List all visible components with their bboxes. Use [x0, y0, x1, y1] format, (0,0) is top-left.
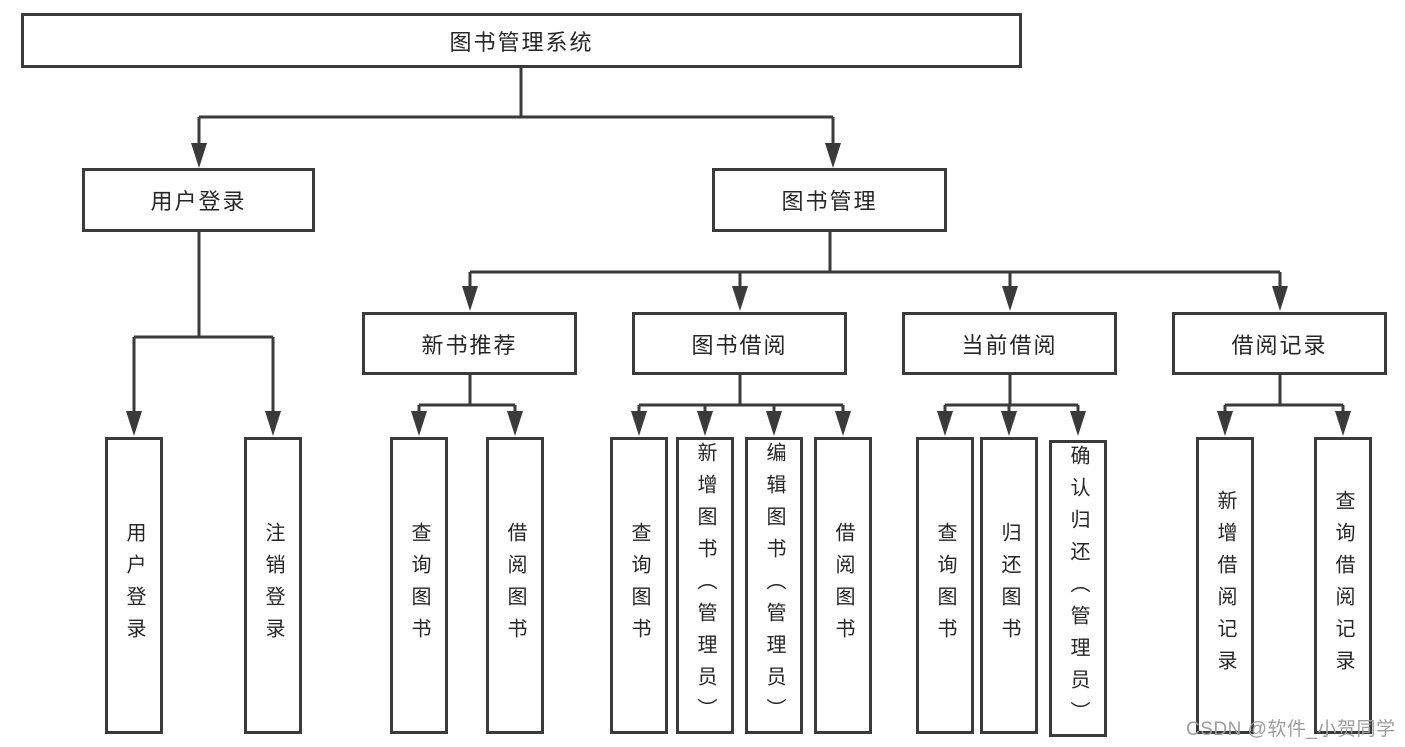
node-label: 图书管理 — [781, 189, 878, 214]
node-label: 借阅记录 — [1231, 332, 1328, 358]
leaf-search-books-3: 查询图书 — [916, 437, 974, 734]
user-login-children-connectors — [126, 232, 281, 436]
leaf-search-borrow-record: 查询借阅记录 — [1314, 437, 1372, 734]
leaf-add-books-admin: 新增图书（管理员） — [676, 437, 734, 734]
node-label: 当前借阅 — [961, 332, 1058, 358]
node-book-borrow: 图书借阅 — [632, 312, 847, 375]
node-label: 查询借阅记录 — [1332, 489, 1354, 682]
node-label: 归还图书 — [998, 521, 1020, 650]
node-label: 查询图书 — [934, 521, 956, 650]
node-book-management: 图书管理 — [712, 168, 947, 232]
node-borrow-record: 借阅记录 — [1172, 312, 1387, 375]
current-borrow-children-connectors — [937, 375, 1086, 436]
node-label: 图书管理系统 — [449, 29, 594, 55]
node-label: 查询图书 — [628, 521, 650, 650]
node-label: 图书借阅 — [691, 332, 788, 358]
node-user-login: 用户登录 — [82, 168, 315, 232]
node-label: 编辑图书（管理员） — [763, 441, 785, 730]
leaf-borrow-books-2: 借阅图书 — [814, 437, 872, 734]
leaf-search-books-1: 查询图书 — [390, 437, 448, 734]
leaf-logout: 注销登录 — [244, 437, 302, 734]
new-book-children-connectors — [411, 375, 523, 436]
node-label: 注销登录 — [262, 521, 284, 650]
node-label: 借阅图书 — [832, 521, 854, 650]
book-borrow-children-connectors — [631, 375, 851, 436]
node-label: 用户登录 — [123, 521, 145, 650]
node-label: 新增图书（管理员） — [694, 441, 716, 730]
leaf-confirm-return-admin: 确认归还（管理员） — [1049, 440, 1107, 737]
leaf-return-books: 归还图书 — [980, 437, 1038, 734]
node-label: 确认归还（管理员） — [1067, 444, 1089, 733]
node-current-borrow: 当前借阅 — [902, 312, 1117, 375]
leaf-add-borrow-record: 新增借阅记录 — [1196, 437, 1254, 734]
node-label: 查询图书 — [408, 521, 430, 650]
node-label: 借阅图书 — [504, 521, 526, 650]
node-label: 新书推荐 — [421, 332, 518, 358]
book-management-to-level3-connectors — [462, 232, 1288, 311]
leaf-borrow-books-1: 借阅图书 — [486, 437, 544, 734]
leaf-search-books-2: 查询图书 — [610, 437, 668, 734]
root-to-level2-connectors — [191, 68, 841, 168]
node-label: 新增借阅记录 — [1214, 489, 1236, 682]
leaf-user-login: 用户登录 — [105, 437, 163, 734]
node-root-library-system: 图书管理系统 — [21, 13, 1022, 68]
node-label: 用户登录 — [150, 189, 247, 214]
borrow-record-children-connectors — [1217, 375, 1351, 436]
node-new-book-recommend: 新书推荐 — [362, 312, 577, 375]
leaf-edit-books-admin: 编辑图书（管理员） — [745, 437, 803, 734]
csdn-watermark: CSDN @软件_小贺同学 — [1186, 719, 1396, 740]
